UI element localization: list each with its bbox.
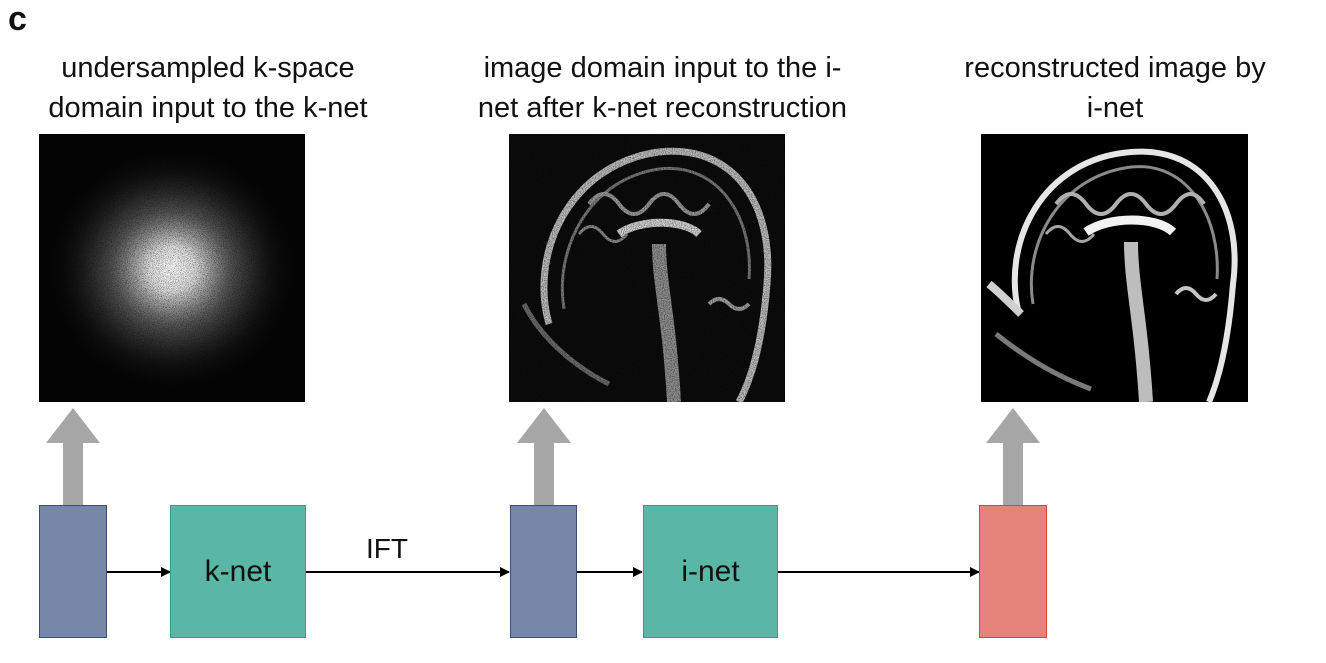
- kspace-caption: undersampled k-space domain input to the…: [8, 48, 408, 128]
- image-input-caption: image domain input to the i- net after k…: [440, 48, 885, 128]
- ift-label: IFT: [366, 533, 408, 564]
- up-arrow-1: [46, 408, 100, 505]
- kspace-feature-block: [39, 505, 107, 638]
- noisy-mri-graphic: [509, 134, 785, 402]
- panel-label: c: [8, 0, 27, 38]
- up-arrow-2: [517, 408, 571, 505]
- knet-block: k-net: [170, 505, 306, 638]
- reconstructed-image: [981, 134, 1248, 402]
- kspace-image: [39, 134, 305, 402]
- image-input-caption-line-2: net after k-net reconstruction: [477, 92, 848, 124]
- image-domain-input: [509, 134, 785, 402]
- image-input-caption-line-1: image domain input to the i-: [483, 52, 842, 84]
- kspace-caption-line-2: domain input to the k-net: [48, 92, 368, 124]
- output-block: [979, 505, 1047, 638]
- up-arrow-3: [986, 408, 1040, 505]
- reconstructed-caption: reconstructed image by i-net: [930, 48, 1300, 128]
- reconstructed-caption-line-1: reconstructed image by: [964, 52, 1266, 84]
- kspace-caption-line-1: undersampled k-space: [61, 52, 355, 84]
- image-feature-block: [510, 505, 577, 638]
- inet-block: i-net: [643, 505, 778, 638]
- kspace-image-graphic: [39, 134, 305, 402]
- reconstructed-mri-graphic: [981, 134, 1248, 402]
- reconstructed-caption-line-2: i-net: [1086, 92, 1144, 124]
- inet-label: i-net: [681, 554, 740, 588]
- knet-label: k-net: [204, 554, 272, 588]
